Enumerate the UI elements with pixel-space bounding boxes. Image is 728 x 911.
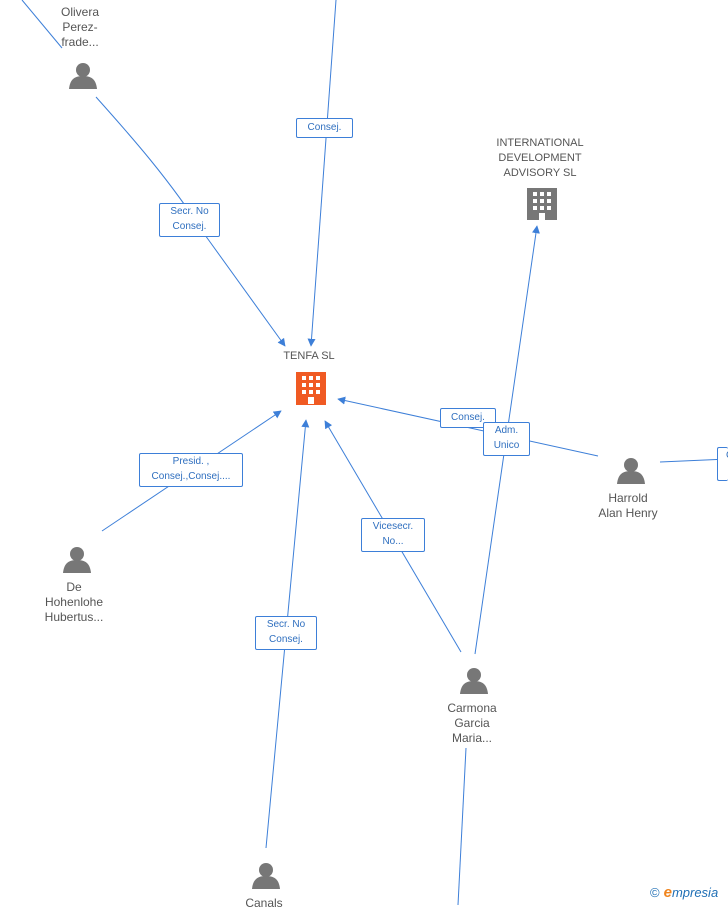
- node-label-canals[interactable]: Canals: [245, 896, 283, 910]
- logo-e: e: [663, 884, 672, 901]
- building-icon: [527, 188, 557, 220]
- node-label-tenfa[interactable]: TENFA SL: [283, 350, 335, 362]
- copyright-icon: ©: [650, 885, 660, 900]
- node-label-de-hohenlohe[interactable]: De Hohenlohe Hubertus...: [44, 580, 104, 624]
- person-icon: [617, 458, 645, 484]
- edge-top-offscreen-to-tenfa: [307, 0, 337, 347]
- empresia-logo: ©empresia: [650, 884, 718, 901]
- person-icon: [69, 63, 97, 89]
- edge-label-adm-unico[interactable]: Adm. Unico: [483, 422, 530, 456]
- edge-label-vicesecr-no[interactable]: Vicesecr. No...: [361, 518, 425, 552]
- node-label-international-development-advisory[interactable]: INTERNATIONAL DEVELOPMENT ADVISORY SL: [496, 137, 584, 179]
- edge-label-consej-top[interactable]: Consej.: [296, 118, 353, 138]
- edge-label-secr-no-consej-olivera[interactable]: Secr. No Consej.: [159, 203, 220, 237]
- person-icon: [252, 863, 280, 889]
- building-icon: [296, 372, 326, 405]
- edge-label-consej-harrold[interactable]: Consej.: [440, 408, 496, 428]
- edge-olivera-offscreen: [21, 0, 63, 49]
- edge-label-offscreen-right[interactable]: C: [717, 447, 728, 481]
- logo-text: mpresia: [671, 885, 719, 900]
- node-label-harrold[interactable]: Harrold Alan Henry: [598, 491, 658, 520]
- edge-label-presid-consej[interactable]: Presid. , Consej.,Consej....: [139, 453, 243, 487]
- edge-label-secr-no-consej-canals[interactable]: Secr. No Consej.: [255, 616, 317, 650]
- edge-harrold-offscreen: [659, 458, 728, 463]
- edge-carmona-down: [457, 747, 467, 905]
- person-icon: [63, 547, 91, 573]
- person-icon: [460, 668, 488, 694]
- node-label-carmona[interactable]: Carmona Garcia Maria...: [447, 701, 497, 745]
- node-label-olivera[interactable]: Olivera Perez- frade...: [60, 5, 100, 49]
